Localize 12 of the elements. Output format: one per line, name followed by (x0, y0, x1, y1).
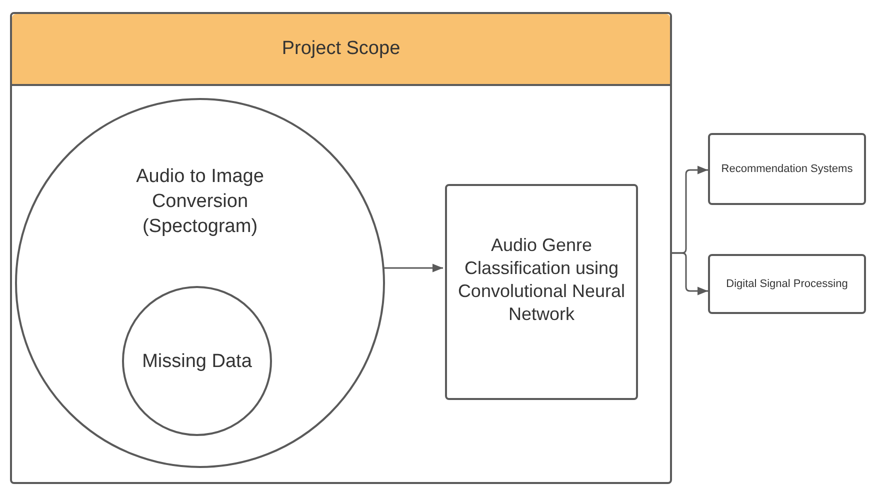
arrow (382, 264, 443, 272)
node-label: Audio to Image Conversion (Spectogram) (135, 165, 265, 239)
process-box (445, 184, 638, 400)
node-label: Missing Data (142, 350, 252, 374)
node-label: Recommendation Systems (721, 162, 853, 177)
node-label: Project Scope (282, 36, 400, 61)
output-box (708, 133, 866, 205)
node-label: Audio Genre Classification using Convolutional Neural Network (456, 234, 626, 326)
arrow (672, 252, 708, 296)
scope-container (10, 12, 672, 484)
node-label: Digital Signal Processing (726, 276, 848, 292)
output-box (708, 254, 866, 314)
